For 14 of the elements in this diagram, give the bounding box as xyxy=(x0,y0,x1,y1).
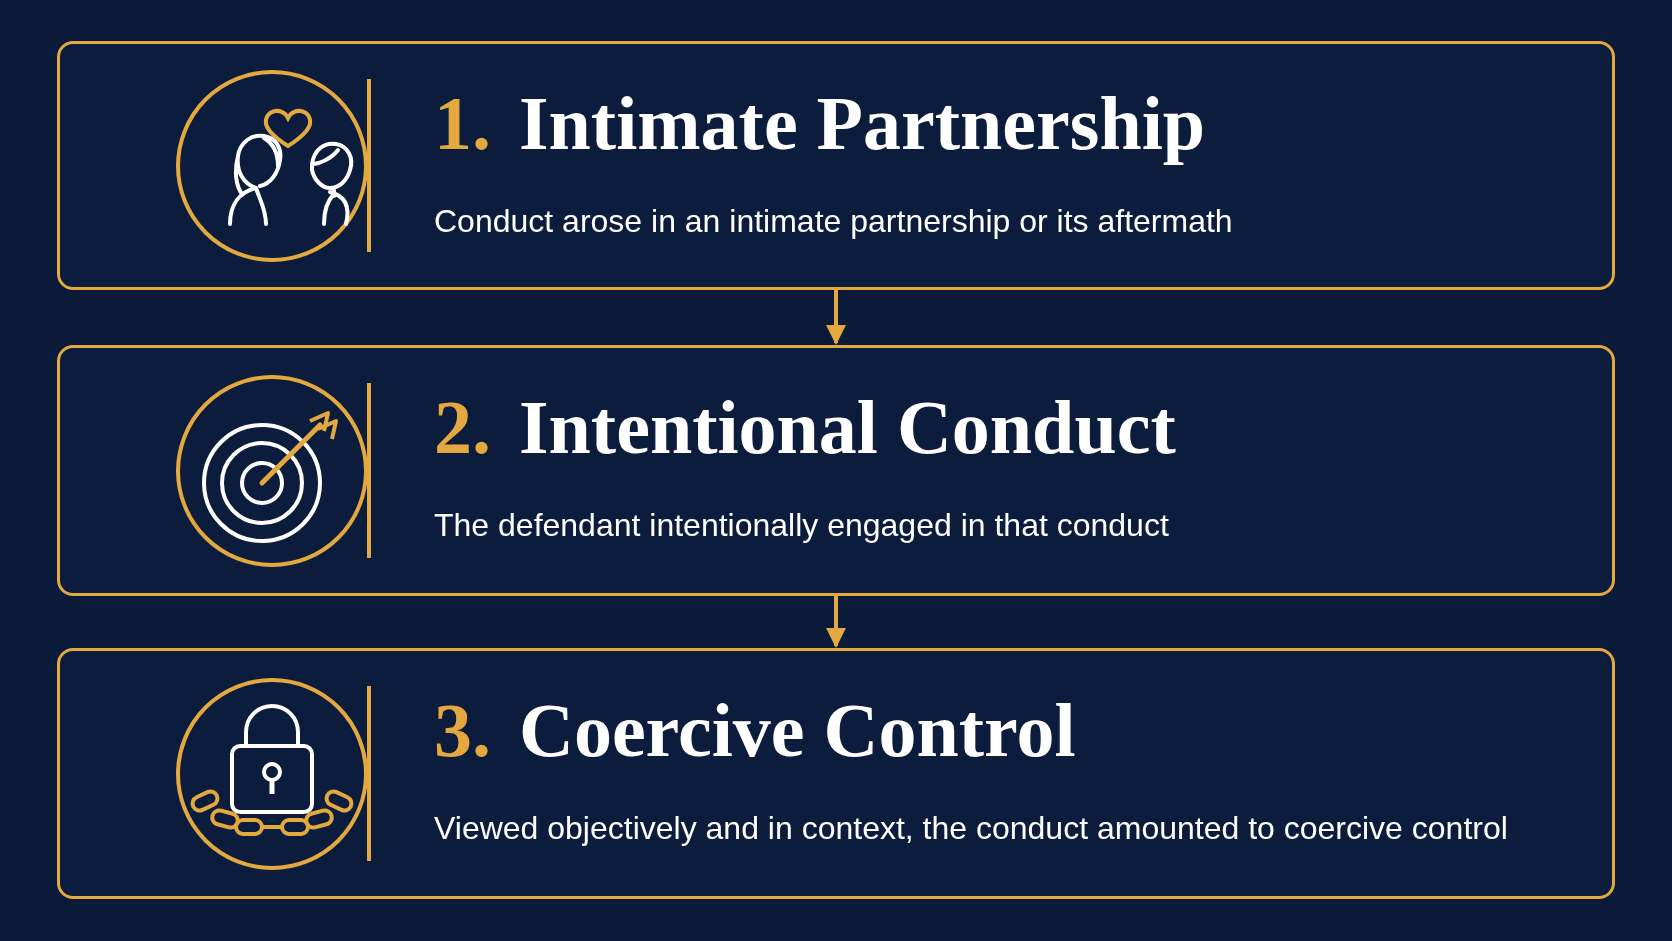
step-description: Viewed objectively and in context, the conduct amounted to coercive control xyxy=(434,809,1509,848)
arrow xyxy=(826,596,846,648)
step-card xyxy=(57,648,1615,899)
step-card xyxy=(57,41,1615,290)
arrow xyxy=(826,290,846,345)
step-card xyxy=(57,345,1615,596)
step-title: Intentional Conduct xyxy=(519,386,1176,470)
step-description: The defendant intentionally engaged in that conduct xyxy=(434,506,1170,545)
step-title: Intimate Partnership xyxy=(519,82,1206,166)
step-number: 1. xyxy=(434,82,491,166)
step-description: Conduct arose in an intimate partnership or its aftermath xyxy=(434,202,1234,241)
step-number: 3. xyxy=(434,689,491,773)
step-title: Coercive Control xyxy=(519,689,1076,773)
step-number: 2. xyxy=(434,386,491,470)
